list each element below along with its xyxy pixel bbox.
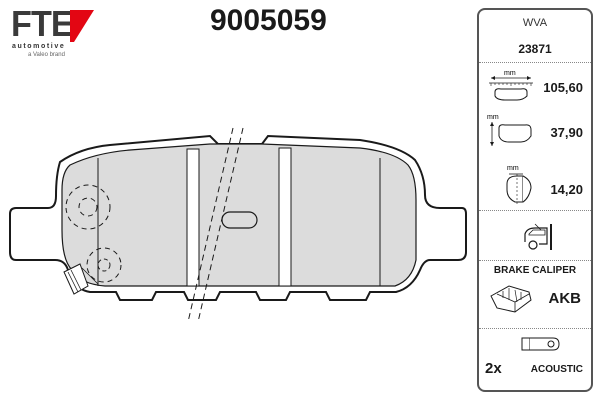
brand-flag-icon [70,10,94,42]
part-number: 9005059 [210,4,327,37]
wva-number: 23871 [518,42,552,56]
pad-height-icon: mm [487,114,532,146]
piston-circle-outer [65,184,111,230]
brand-subtitle: automotive [12,43,66,50]
brake-caliper-label: BRAKE CALIPER [493,265,577,276]
brake-caliper-icon [490,285,532,313]
pad-width-icon: mm [489,70,533,101]
groove-2 [278,147,292,287]
height-value: 37,90 [550,125,583,140]
brand-tagline: a Valeo brand [28,52,65,58]
width-value: 105,60 [543,80,583,95]
wear-indicator-clip [63,263,99,295]
specs-panel: WVA 23871 mm 105,60 mm 37,90 mm 14,20 BR [477,8,593,392]
divider [479,260,591,261]
accessory-quantity: 2x [485,360,502,377]
divider [479,210,591,211]
accessory-type: ACOUSTIC [530,364,583,375]
brand-logo: FTE automotive a Valeo brand [8,3,118,58]
svg-text:mm: mm [507,165,519,172]
divider [479,62,591,63]
groove-1 [186,148,200,287]
brake-caliper-value: AKB [548,290,582,307]
svg-text:mm: mm [487,114,499,121]
svg-text:mm: mm [504,70,516,77]
piston-circle-inner [78,197,98,217]
wear-indicator-icon [521,337,560,351]
pad-thickness-icon: mm [506,165,532,204]
wva-label: WVA [522,17,548,29]
center-slot [221,211,258,229]
rear-axle-car-icon [524,223,552,250]
thickness-value: 14,20 [550,182,583,197]
brake-pad-drawing [9,127,467,323]
divider [479,328,591,329]
brand-name: FTE [11,3,74,44]
